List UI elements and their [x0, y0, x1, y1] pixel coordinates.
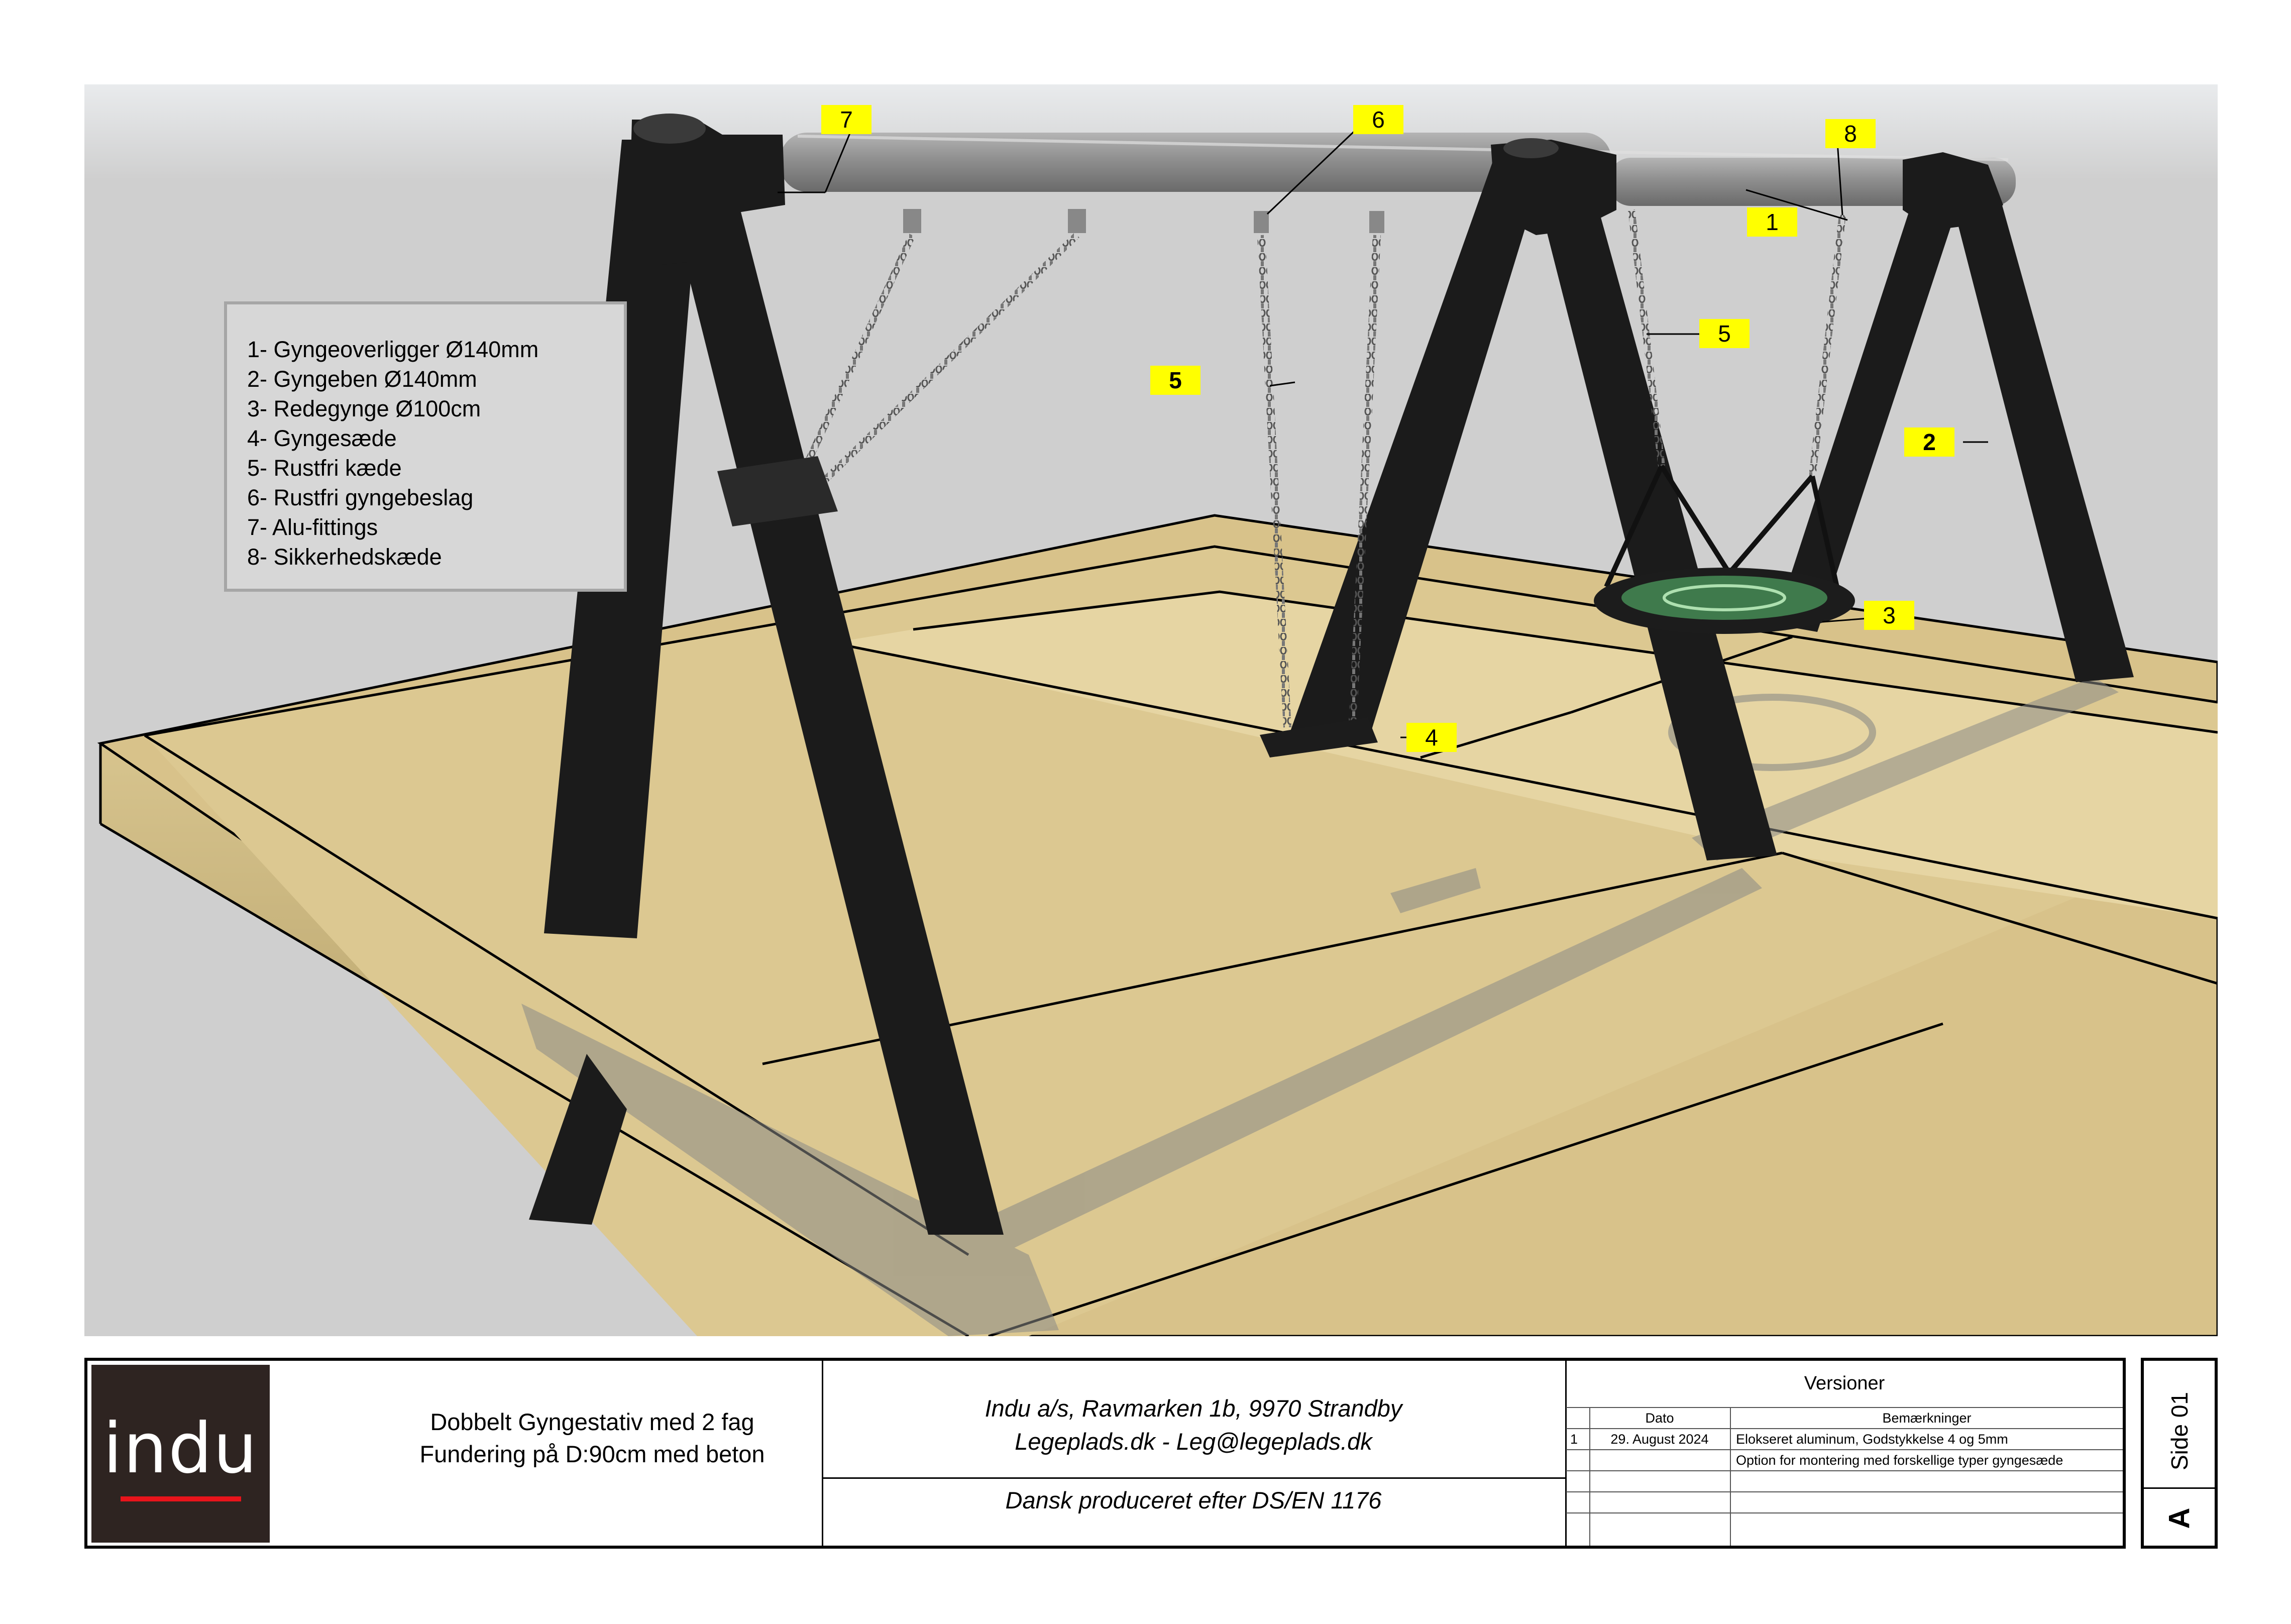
callout-2: 2 — [1904, 427, 1954, 457]
sheet-number-text: Side 01 — [2166, 1391, 2193, 1471]
versions-col-line — [1730, 1407, 1731, 1546]
callout-7: 7 — [821, 105, 871, 134]
title-divider — [822, 1361, 823, 1546]
versions-row-line — [1566, 1428, 2123, 1429]
revision-letter-text: A — [2162, 1507, 2196, 1529]
legend-item: 6- Rustfri gyngebeslag — [247, 485, 474, 510]
versions-col-line — [1589, 1428, 1590, 1546]
product-description: Dobbelt Gyngestativ med 2 fag Fundering … — [276, 1406, 909, 1470]
logo-text: indu — [103, 1408, 258, 1489]
legend-item: 1- Gyngeoverligger Ø140mm — [247, 337, 539, 362]
callout-8: 8 — [1825, 119, 1876, 148]
product-line-2: Fundering på D:90cm med beton — [419, 1441, 765, 1467]
version-number: 1 — [1570, 1432, 1578, 1447]
legend-item: 4- Gyngesæde — [247, 425, 397, 451]
title-block: indu Dobbelt Gyngestativ med 2 fag Funde… — [84, 1358, 2126, 1549]
versions-header-notes: Bemærkninger — [1882, 1411, 1972, 1426]
legend-item: 3- Redegynge Ø100cm — [247, 396, 481, 421]
callout-1: 1 — [1747, 207, 1797, 237]
product-line-1: Dobbelt Gyngestativ med 2 fag — [430, 1409, 754, 1435]
logo-accent-line — [121, 1496, 241, 1501]
indu-logo: indu — [91, 1365, 270, 1543]
frame-shadows — [521, 677, 2119, 1336]
version-note-2: Option for montering med forskellige typ… — [1736, 1453, 2063, 1468]
sheet-number: Side 01 — [2144, 1381, 2215, 1481]
revision-letter: A — [2144, 1495, 2215, 1541]
title-divider — [1565, 1361, 1567, 1546]
company-info: Indu a/s, Ravmarken 1b, 9970 Strandby Le… — [822, 1392, 1565, 1458]
callout-leaders — [778, 125, 1988, 738]
versions-row-line — [1566, 1512, 2123, 1513]
callout-3: 3 — [1864, 601, 1914, 630]
callout-5-right: 5 — [1699, 319, 1750, 348]
callout-6: 6 — [1353, 105, 1403, 134]
title-divider — [822, 1477, 1565, 1479]
versions-row-line — [1566, 1470, 2123, 1471]
callout-4: 4 — [1406, 723, 1457, 752]
callout-5-left: 5 — [1150, 366, 1201, 395]
version-date: 29. August 2024 — [1610, 1432, 1709, 1447]
versions-row-line — [1566, 1407, 2123, 1408]
platform-lines — [99, 545, 2218, 1336]
sheet-divider — [2144, 1487, 2215, 1489]
legend-item: 7- Alu-fittings — [247, 514, 378, 540]
swing-set-render: 1- Gyngeoverligger Ø140mm 2- Gyngeben Ø1… — [84, 84, 2218, 1336]
versions-col-line — [1589, 1407, 1590, 1428]
parts-legend: 1- Gyngeoverligger Ø140mm 2- Gyngeben Ø1… — [224, 301, 627, 592]
middle-swing — [1254, 211, 1384, 757]
nest-swing-shadow — [1668, 694, 1876, 771]
sheet-info: Side 01 A — [2141, 1358, 2218, 1549]
middle-a-frame — [1290, 138, 1777, 860]
play-area-inner — [838, 592, 2218, 918]
version-note-1: Elokseret aluminum, Godstykkelse 4 og 5m… — [1736, 1432, 2008, 1447]
nest-swing — [1594, 209, 1855, 634]
versions-header-date: Dato — [1645, 1411, 1674, 1426]
company-line-2: Legeplads.dk - Leg@legeplads.dk — [1015, 1428, 1372, 1455]
left-swing — [717, 209, 1086, 526]
legend-item: 5- Rustfri kæde — [247, 455, 402, 481]
legend-item: 2- Gyngeben Ø140mm — [247, 366, 477, 392]
legend-item: 8- Sikkerhedskæde — [247, 544, 442, 570]
standard-note: Dansk produceret efter DS/EN 1176 — [1005, 1487, 1382, 1513]
swing-set-drawing — [84, 84, 2218, 1336]
company-line-1: Indu a/s, Ravmarken 1b, 9970 Strandby — [985, 1395, 1402, 1422]
versions-row-line — [1566, 1449, 2123, 1450]
versions-title: Versioner — [1804, 1373, 1885, 1394]
versions-row-line — [1566, 1491, 2123, 1492]
